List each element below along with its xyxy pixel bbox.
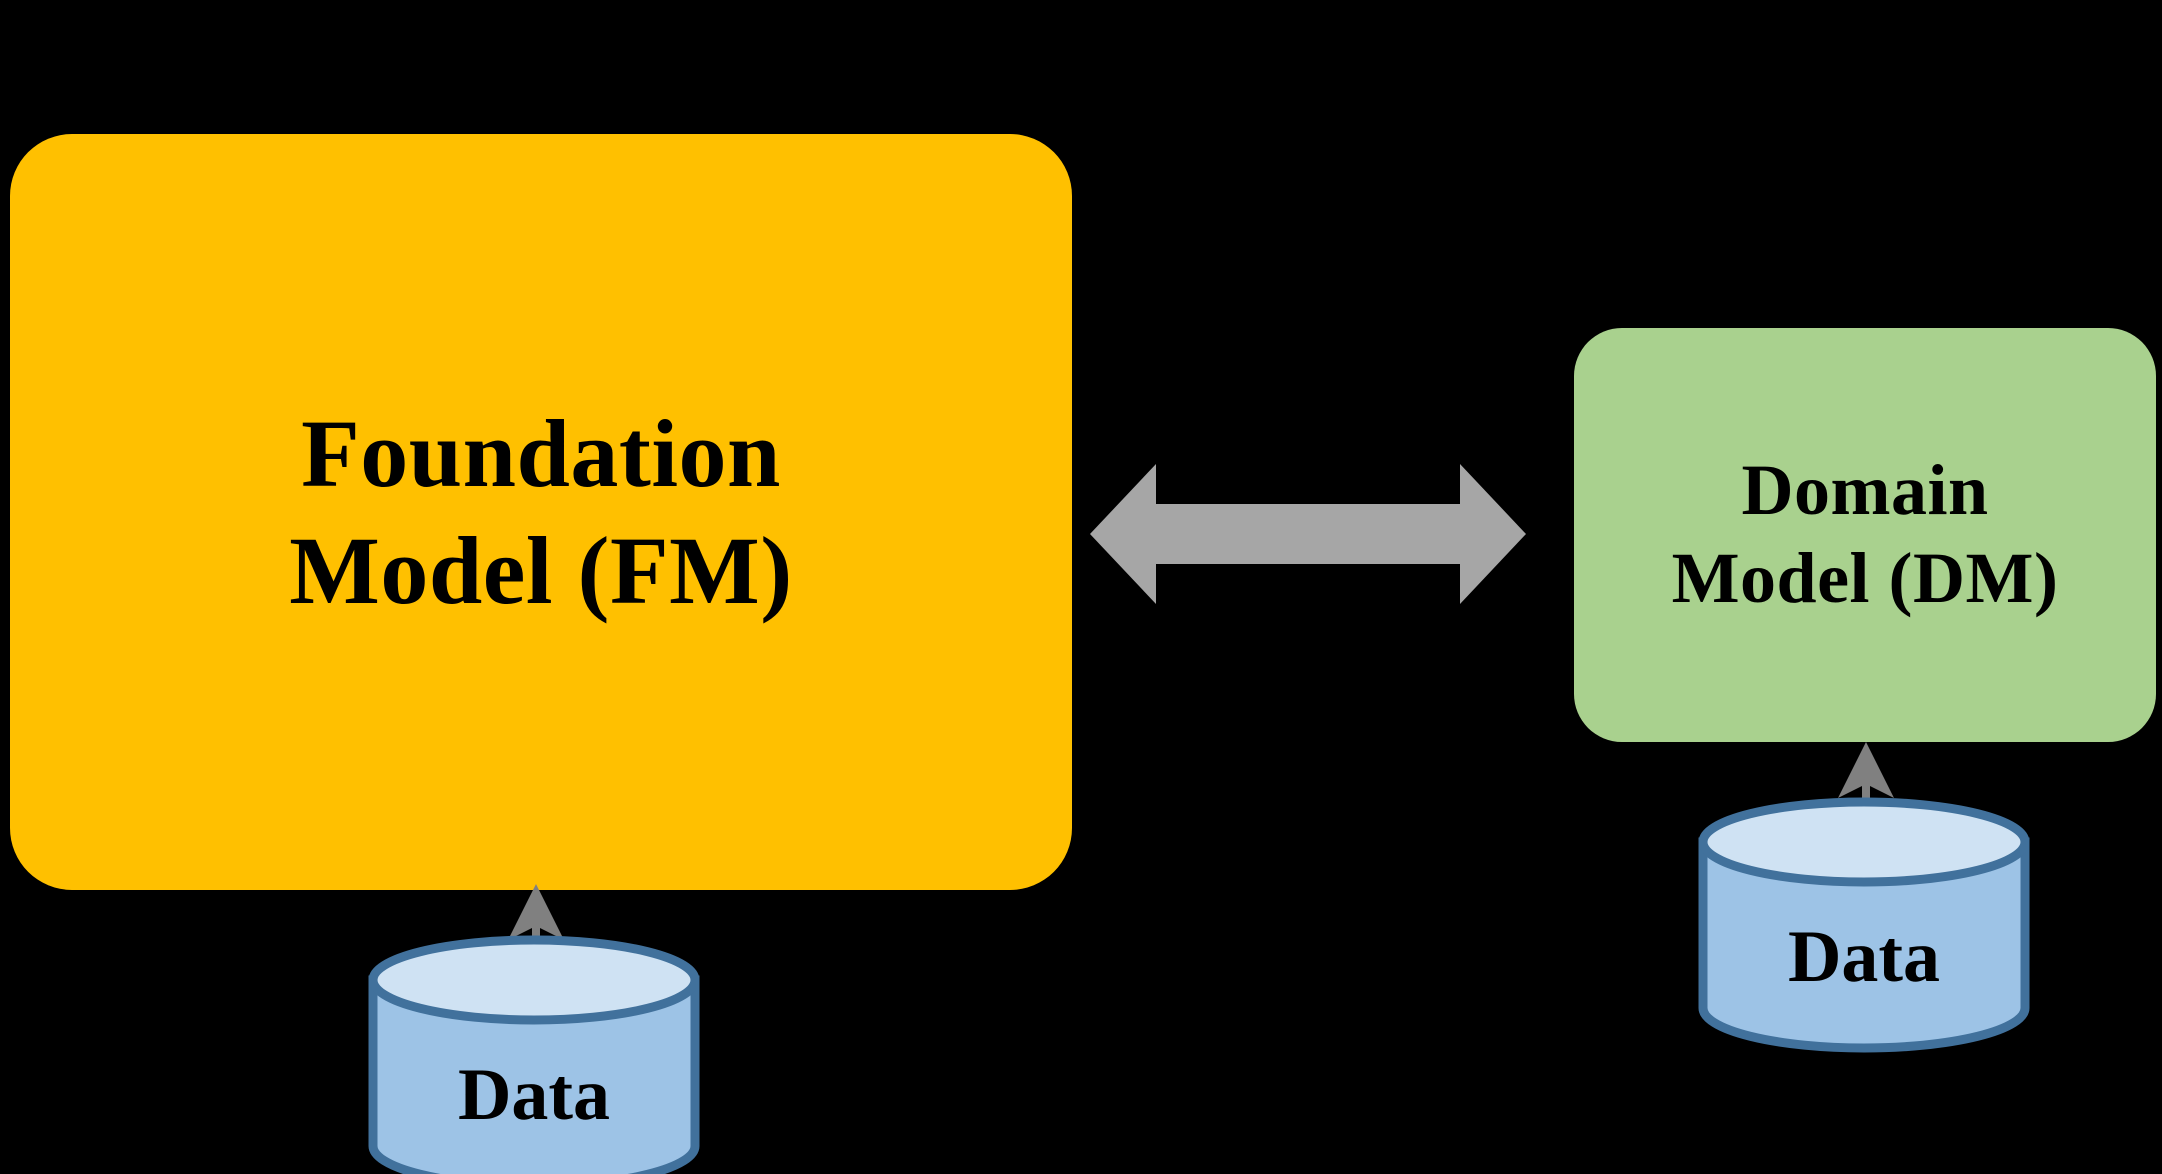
cylinder-top-foundation <box>368 935 700 1025</box>
domain-model-label-line1: Domain <box>1741 450 1989 531</box>
double-headed-arrow-svg <box>1090 464 1526 604</box>
double-headed-arrow-icon <box>1090 430 1526 638</box>
foundation-data-store-node[interactable]: Data <box>368 935 700 1174</box>
foundation-model-label-line2: Model (FM) <box>289 517 793 624</box>
domain-model-label: Domain Model (DM) <box>1672 447 2059 623</box>
cylinder-body-domain <box>1698 837 2030 1053</box>
cylinder-body-foundation <box>368 975 700 1174</box>
up-arrow-svg-foundation <box>508 884 564 960</box>
database-cylinder-icon-domain <box>1698 797 2030 1053</box>
cylinder-top-domain <box>1698 797 2030 887</box>
up-arrow-shape-foundation <box>508 884 564 960</box>
domain-model-label-line2: Model (DM) <box>1671 538 2059 618</box>
up-arrow-shape-domain <box>1838 742 1894 820</box>
up-arrow-icon-domain <box>1836 742 1896 820</box>
up-arrow-svg-domain <box>1838 742 1894 820</box>
foundation-model-node[interactable]: Foundation Model (FM) <box>10 134 1072 890</box>
domain-data-store-node[interactable]: Data <box>1698 797 2030 1053</box>
up-arrow-icon-foundation <box>506 884 566 960</box>
database-cylinder-icon-foundation <box>368 935 700 1174</box>
foundation-model-label: Foundation Model (FM) <box>289 395 792 629</box>
foundation-model-label-line1: Foundation <box>301 399 781 507</box>
domain-model-node[interactable]: Domain Model (DM) <box>1574 328 2156 742</box>
double-headed-arrow-shape <box>1090 464 1526 604</box>
